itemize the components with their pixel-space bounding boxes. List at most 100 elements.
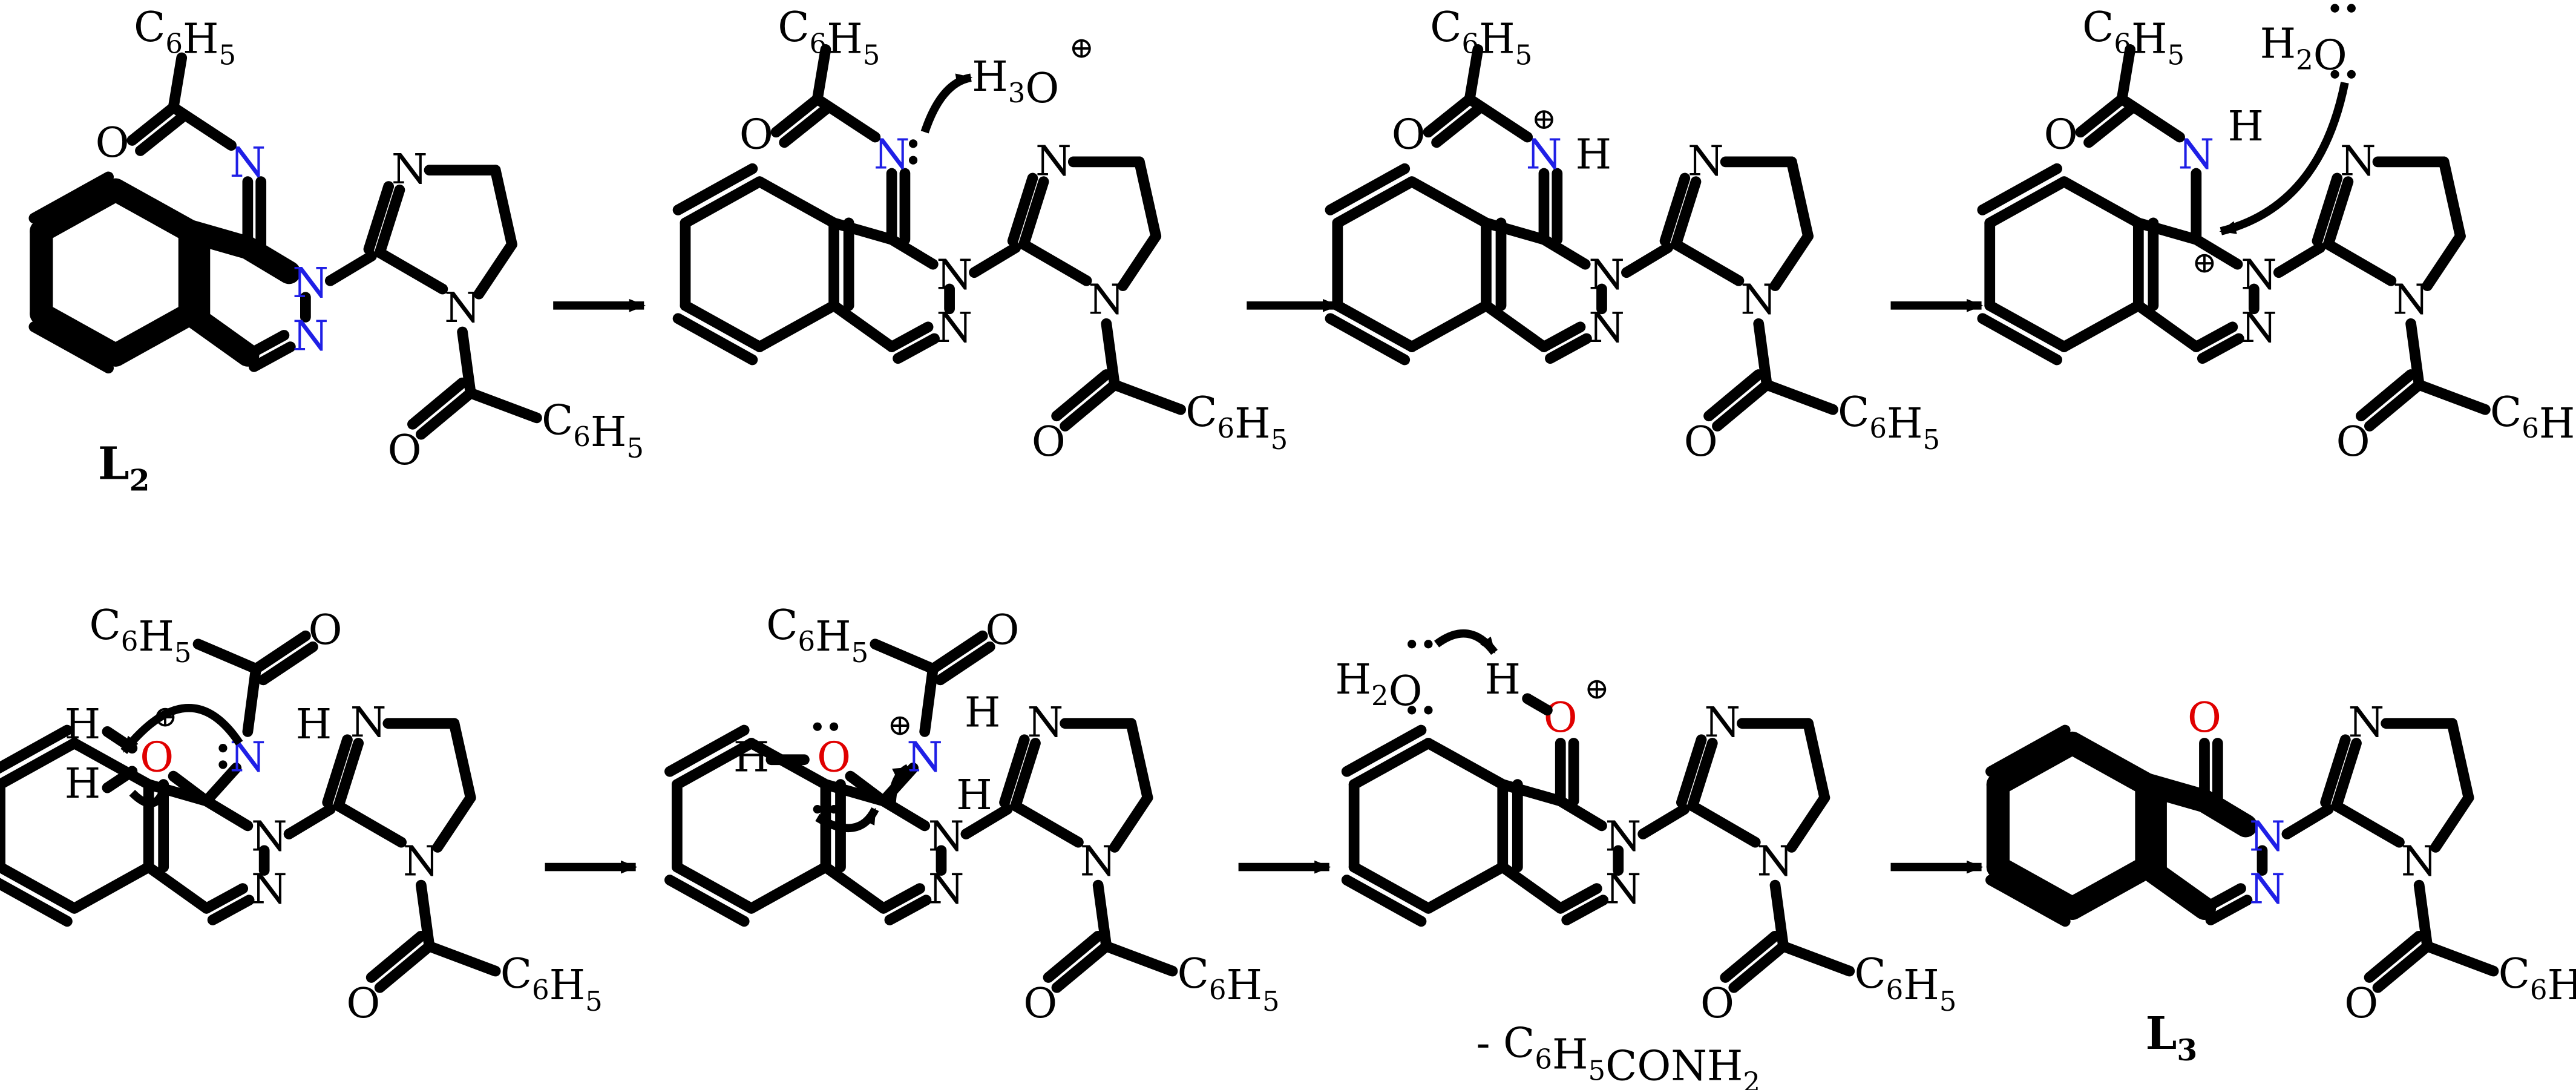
phenyl-group: C6H5 bbox=[766, 602, 868, 669]
atom-H: H bbox=[2227, 103, 2263, 151]
bond-line bbox=[746, 861, 831, 914]
bond-line bbox=[1984, 300, 2070, 352]
bond-line bbox=[2075, 93, 2128, 138]
bond-line bbox=[664, 724, 750, 777]
bond-line bbox=[960, 804, 1013, 839]
atom-exo-N: N bbox=[906, 734, 943, 781]
structure-L3: NNNNOC6H5OL3 bbox=[1985, 694, 2576, 1068]
bond-line bbox=[2059, 300, 2144, 352]
positive-charge-icon: ⊕ bbox=[1069, 30, 1094, 65]
bond-line bbox=[1126, 718, 1153, 803]
bond-line bbox=[258, 641, 318, 686]
bond-line bbox=[236, 236, 301, 284]
atom-imine-N: N bbox=[2340, 137, 2376, 185]
bond-line bbox=[2430, 792, 2474, 853]
bond-line bbox=[2312, 172, 2343, 246]
atom-N3: N bbox=[251, 866, 287, 914]
bond-line bbox=[1555, 883, 1602, 914]
bond-line bbox=[1803, 718, 1830, 803]
bond-line bbox=[363, 181, 395, 255]
atom-carbonyl-O: O bbox=[2344, 980, 2378, 1028]
bond-line bbox=[870, 639, 939, 675]
bond-line bbox=[1464, 44, 1484, 105]
bond-line bbox=[0, 878, 73, 927]
bond-line bbox=[1341, 875, 1427, 927]
bond-line bbox=[465, 387, 542, 424]
bond-line bbox=[1043, 930, 1104, 983]
atom-carbonyl-O: O bbox=[1032, 418, 1066, 466]
bond-line bbox=[1545, 333, 1592, 364]
atom-amide-N: N bbox=[1740, 276, 1777, 324]
bond-line bbox=[2132, 300, 2202, 352]
bond-line bbox=[828, 300, 897, 352]
atom-N3: N bbox=[2249, 866, 2286, 914]
atom-O-red: O bbox=[817, 734, 851, 781]
curly-arrow-icon bbox=[120, 703, 243, 754]
lone-pair-dot-icon bbox=[908, 139, 918, 148]
phenyl-group: C6H5 bbox=[1854, 950, 1956, 1017]
lone-pair-dot-icon bbox=[1424, 706, 1433, 715]
phenyl-group: C6H5 bbox=[90, 602, 192, 669]
bond-line bbox=[407, 377, 468, 430]
bond-line bbox=[886, 321, 934, 352]
bond-line bbox=[30, 302, 128, 367]
bond-line bbox=[365, 930, 427, 983]
bond-line bbox=[1060, 379, 1120, 432]
bond-line bbox=[1769, 879, 1789, 952]
phenyl-group: C6H5 bbox=[2082, 4, 2184, 71]
atom-carbonyl-O: O bbox=[2336, 418, 2370, 466]
bond-line bbox=[0, 861, 80, 914]
bond-line bbox=[135, 112, 188, 156]
bond-line bbox=[2405, 318, 2425, 390]
atom-N2: N bbox=[2241, 252, 2277, 300]
bond-line bbox=[2331, 738, 2362, 812]
bond-line bbox=[893, 333, 940, 364]
atom-N3: N bbox=[1605, 866, 1642, 914]
phenyl-group: C6H5 bbox=[2490, 389, 2576, 456]
curly-arrow-icon bbox=[815, 807, 879, 833]
atom-N2: N bbox=[1605, 813, 1642, 861]
bond-line bbox=[1134, 156, 1162, 242]
bond-line bbox=[1687, 738, 1718, 812]
atom-N2: N bbox=[936, 252, 972, 300]
bond-line bbox=[283, 804, 336, 839]
bond-line bbox=[1431, 103, 1484, 148]
atom-imine-N: N bbox=[392, 146, 428, 194]
atom-N2: N bbox=[2249, 813, 2286, 861]
atom-O-red: O bbox=[2188, 694, 2221, 742]
atom-H: H bbox=[733, 734, 769, 781]
bond-line bbox=[1522, 693, 1553, 716]
curly-arrow-icon bbox=[887, 764, 911, 810]
bond-line bbox=[1010, 800, 1084, 848]
bond-line bbox=[1109, 379, 1186, 415]
bond-line bbox=[828, 217, 897, 245]
bond-line bbox=[2191, 321, 2238, 352]
bond-line bbox=[2191, 234, 2243, 270]
bond-line bbox=[1018, 238, 1092, 286]
bond-line bbox=[845, 770, 889, 807]
atom-amide-N: N bbox=[1088, 276, 1124, 324]
lone-pair-dot-icon bbox=[1424, 640, 1433, 649]
bond-line bbox=[1670, 238, 1745, 286]
bond-line bbox=[664, 875, 750, 927]
bond-line bbox=[207, 895, 255, 925]
bond-line bbox=[2356, 369, 2416, 422]
atom-imine-N: N bbox=[1688, 137, 1724, 185]
atom-O: O bbox=[739, 111, 773, 159]
lone-pair-dot-icon bbox=[813, 722, 822, 731]
bond-line bbox=[178, 302, 260, 367]
phenyl-group: C6H5 bbox=[1838, 389, 1940, 456]
bond-line bbox=[242, 330, 290, 361]
bond-line bbox=[28, 171, 114, 224]
bond-line bbox=[1051, 369, 1112, 422]
bond-line bbox=[30, 178, 128, 243]
bond-line bbox=[416, 879, 435, 952]
bond-line bbox=[999, 734, 1030, 808]
bond-line bbox=[1761, 379, 1838, 415]
bond-line bbox=[2413, 879, 2433, 952]
